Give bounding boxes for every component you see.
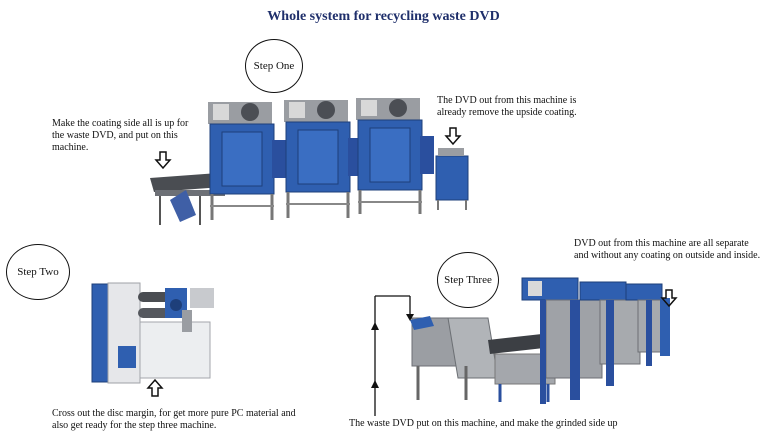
step-two-circle: Step Two (6, 244, 70, 300)
step-three-note-bottom: The waste DVD put on this machine, and m… (349, 418, 618, 429)
step-three-machine (410, 277, 670, 404)
diagram-title: Whole system for recycling waste DVD (267, 9, 500, 24)
down-arrow-icon-step-three-right (660, 289, 678, 308)
step-three-label: Step Three (444, 274, 492, 286)
step-one-note-right: The DVD out from this machine is already… (437, 95, 577, 118)
step-one-note-left: Make the coating side all is up for the … (52, 118, 189, 153)
step-one-circle: Step One (245, 39, 303, 93)
step-two-label: Step Two (17, 266, 59, 278)
up-arrow-icon-step-two (146, 378, 164, 397)
step-three-circle: Step Three (437, 252, 499, 308)
down-arrow-icon-step-one-left (154, 151, 172, 170)
step-one-machine (150, 98, 469, 225)
down-arrow-icon-step-one-right (444, 127, 462, 146)
feed-path-arrow-icon-step-three (371, 295, 414, 416)
step-two-note-bottom: Cross out the disc margin, for get more … (52, 408, 296, 431)
step-two-machine (91, 282, 214, 384)
step-three-note-top: DVD out from this machine are all separa… (574, 238, 761, 261)
step-one-label: Step One (253, 60, 295, 72)
